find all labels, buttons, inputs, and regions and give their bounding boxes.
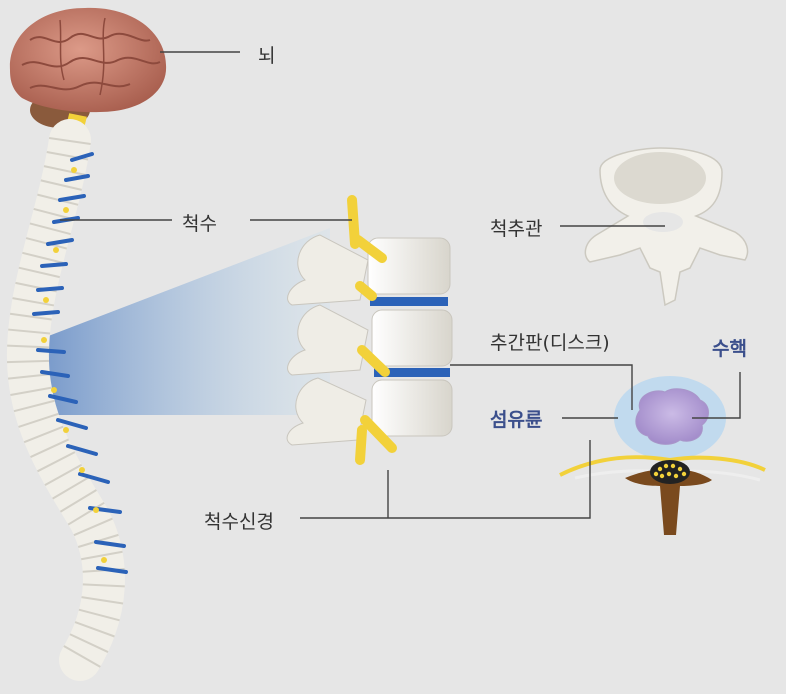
vertebrae-closeup: [287, 200, 452, 460]
spinal-cross-section-icon: [560, 376, 765, 535]
label-spinal-cord: 척수: [182, 209, 217, 236]
label-annulus: 섬유륜: [490, 405, 542, 432]
label-nucleus: 수핵: [712, 334, 747, 361]
label-spinal-nerve: 척수신경: [204, 507, 274, 534]
nucleus-pulposus: [636, 389, 709, 445]
label-disc: 추간판(디스크): [490, 328, 610, 355]
leader-spinal-nerve: [300, 440, 590, 518]
label-spinal-canal: 척추관: [490, 214, 542, 241]
leader-disc: [450, 365, 632, 410]
brain-icon: [10, 8, 166, 128]
label-brain: 뇌: [258, 41, 275, 68]
zoom-projection: [38, 228, 330, 415]
